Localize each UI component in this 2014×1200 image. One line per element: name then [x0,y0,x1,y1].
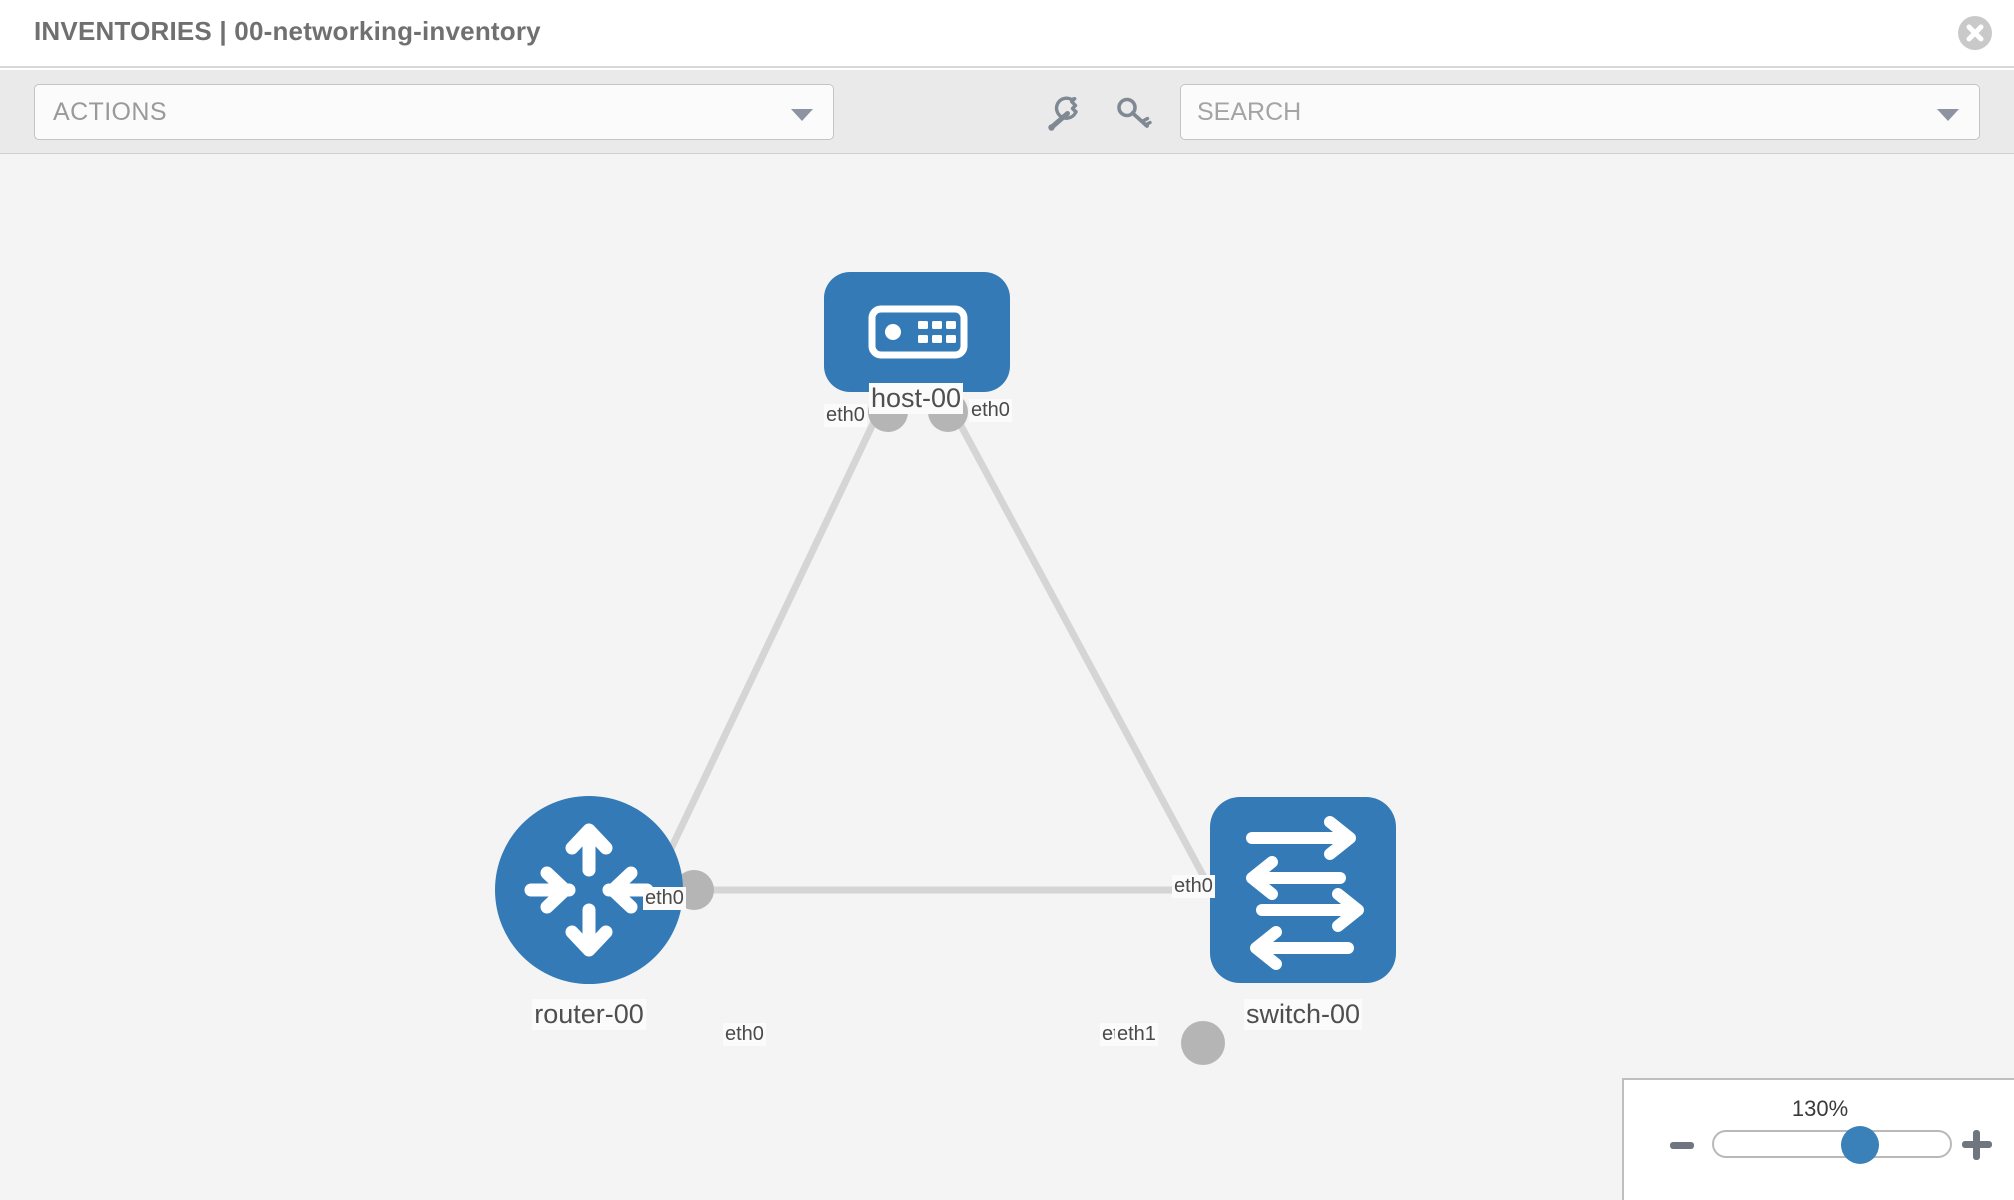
edge-host-switch [948,407,1244,946]
node-host-00 [824,272,1010,392]
close-icon[interactable] [1958,16,1992,50]
zoom-out-button[interactable] [1670,1142,1694,1149]
wrench-icon[interactable] [1040,92,1084,136]
edge-label-host-right: eth0 [969,399,1012,422]
node-label-router-00: router-00 [532,999,646,1030]
zoom-slider-handle[interactable] [1841,1126,1880,1164]
edge-label-switch-up: eth0 [1172,875,1215,898]
connector-switch-lower [1181,1021,1225,1065]
chevron-down-icon [791,109,813,121]
node-label-switch-00: switch-00 [1243,999,1363,1030]
toolbar: ACTIONS [0,70,2014,154]
edge-label-host-left: eth0 [824,404,867,427]
node-router-00 [495,796,683,984]
search-field[interactable] [1180,84,1980,140]
zoom-level-value: 130% [1791,1096,1849,1121]
edge-label-router-right: eth0 [723,1023,766,1046]
search-input[interactable] [1197,85,1917,139]
zoom-slider-track[interactable] [1712,1126,1952,1164]
edge-label-router-up: eth0 [643,887,686,910]
actions-dropdown-label: ACTIONS [53,98,167,126]
actions-dropdown[interactable]: ACTIONS [34,84,834,140]
node-label-host-00: host-00 [868,383,964,414]
zoom-in-button[interactable] [1962,1130,1992,1160]
edge-host-router [636,407,884,916]
page-title: INVENTORIES | 00-networking-inventory [34,16,541,46]
topology-graph [495,272,1396,1065]
search-chevron-down-icon[interactable] [1937,109,1959,121]
edge-label-switch-left: eth1 [1115,1023,1158,1046]
page-header: INVENTORIES | 00-networking-inventory [0,0,2014,68]
zoom-control-panel: 130% [1622,1078,2014,1200]
node-switch-00 [1210,797,1396,983]
key-icon[interactable] [1112,92,1156,136]
topology-canvas[interactable]: host-00 router-00 switch-00 eth0 eth0 et… [0,154,2014,1200]
